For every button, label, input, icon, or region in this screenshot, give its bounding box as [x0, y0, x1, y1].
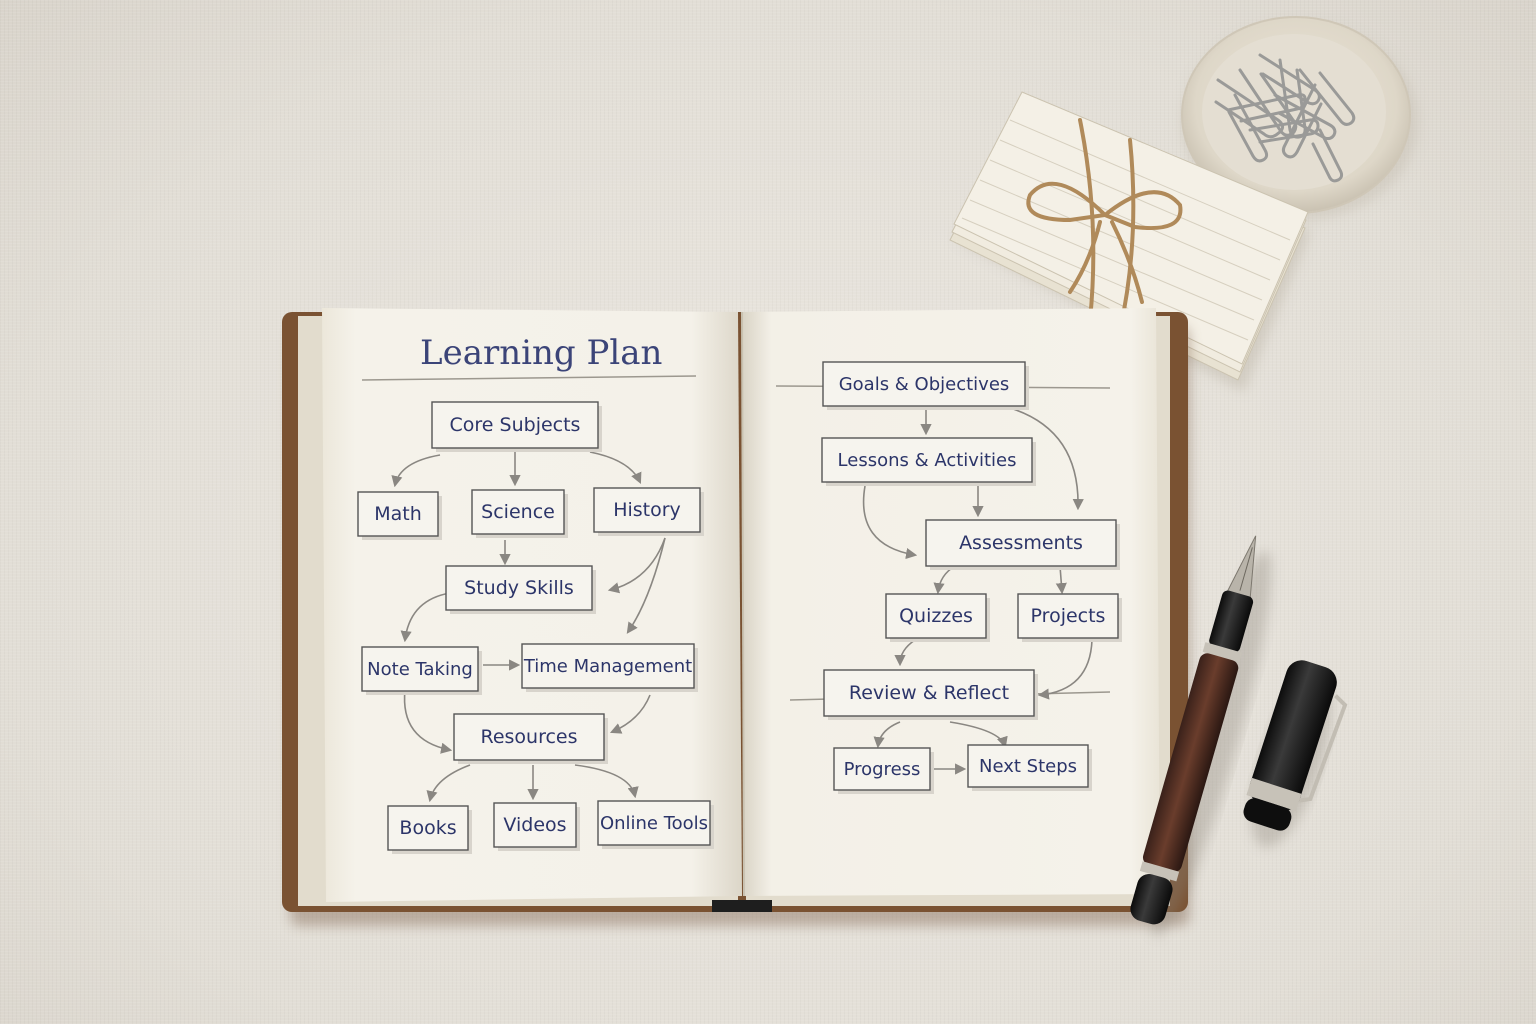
node-lessons-activities: Lessons & Activities [821, 437, 1036, 486]
svg-text:Math: Math [374, 503, 422, 525]
paperclip-bowl-icon [1181, 16, 1418, 220]
svg-text:Quizzes: Quizzes [899, 605, 973, 627]
node-videos: Videos [493, 802, 580, 851]
node-goals-objectives: Goals & Objectives [822, 361, 1029, 410]
pen-cap-icon [1243, 660, 1348, 848]
svg-text:Books: Books [399, 817, 456, 839]
svg-text:Study Skills: Study Skills [464, 577, 574, 599]
node-online-tools: Online Tools [597, 800, 714, 849]
svg-text:Core Subjects: Core Subjects [450, 414, 581, 436]
svg-text:Videos: Videos [503, 814, 566, 836]
svg-text:Assessments: Assessments [959, 532, 1083, 554]
svg-text:Science: Science [481, 501, 555, 523]
node-assessments: Assessments [925, 519, 1120, 570]
node-books: Books [387, 805, 472, 854]
node-study-skills: Study Skills [445, 565, 596, 614]
svg-text:Projects: Projects [1031, 605, 1106, 627]
svg-text:Review & Reflect: Review & Reflect [849, 682, 1009, 704]
svg-text:Goals & Objectives: Goals & Objectives [839, 374, 1010, 395]
node-math: Math [357, 491, 442, 540]
svg-text:Online Tools: Online Tools [600, 813, 708, 834]
node-quizzes: Quizzes [885, 593, 990, 642]
svg-text:Progress: Progress [844, 759, 921, 780]
node-resources: Resources [453, 713, 608, 764]
node-review-reflect: Review & Reflect [823, 669, 1038, 720]
node-core-subjects: Core Subjects [431, 401, 602, 452]
svg-text:Lessons & Activities: Lessons & Activities [838, 450, 1017, 471]
right-page-diagram: Goals & Objectives Lessons & Activities … [775, 361, 1122, 794]
node-science: Science [471, 489, 568, 538]
svg-text:History: History [613, 499, 681, 521]
node-projects: Projects [1017, 593, 1122, 642]
left-page-diagram: Learning Plan Core Subjects [357, 333, 714, 854]
node-next-steps: Next Steps [967, 744, 1092, 791]
node-history: History [593, 487, 704, 536]
svg-text:Time Management: Time Management [523, 656, 692, 677]
node-progress: Progress [833, 747, 934, 794]
svg-text:Next Steps: Next Steps [979, 756, 1077, 777]
svg-text:Resources: Resources [480, 726, 577, 748]
node-time-management: Time Management [521, 643, 698, 692]
index-cards-icon [949, 91, 1310, 392]
page-title: Learning Plan [420, 333, 662, 373]
fountain-pen-icon [1130, 535, 1272, 936]
bookmark-ribbon [712, 900, 772, 912]
node-note-taking: Note Taking [361, 646, 482, 695]
svg-text:Note Taking: Note Taking [367, 659, 473, 680]
